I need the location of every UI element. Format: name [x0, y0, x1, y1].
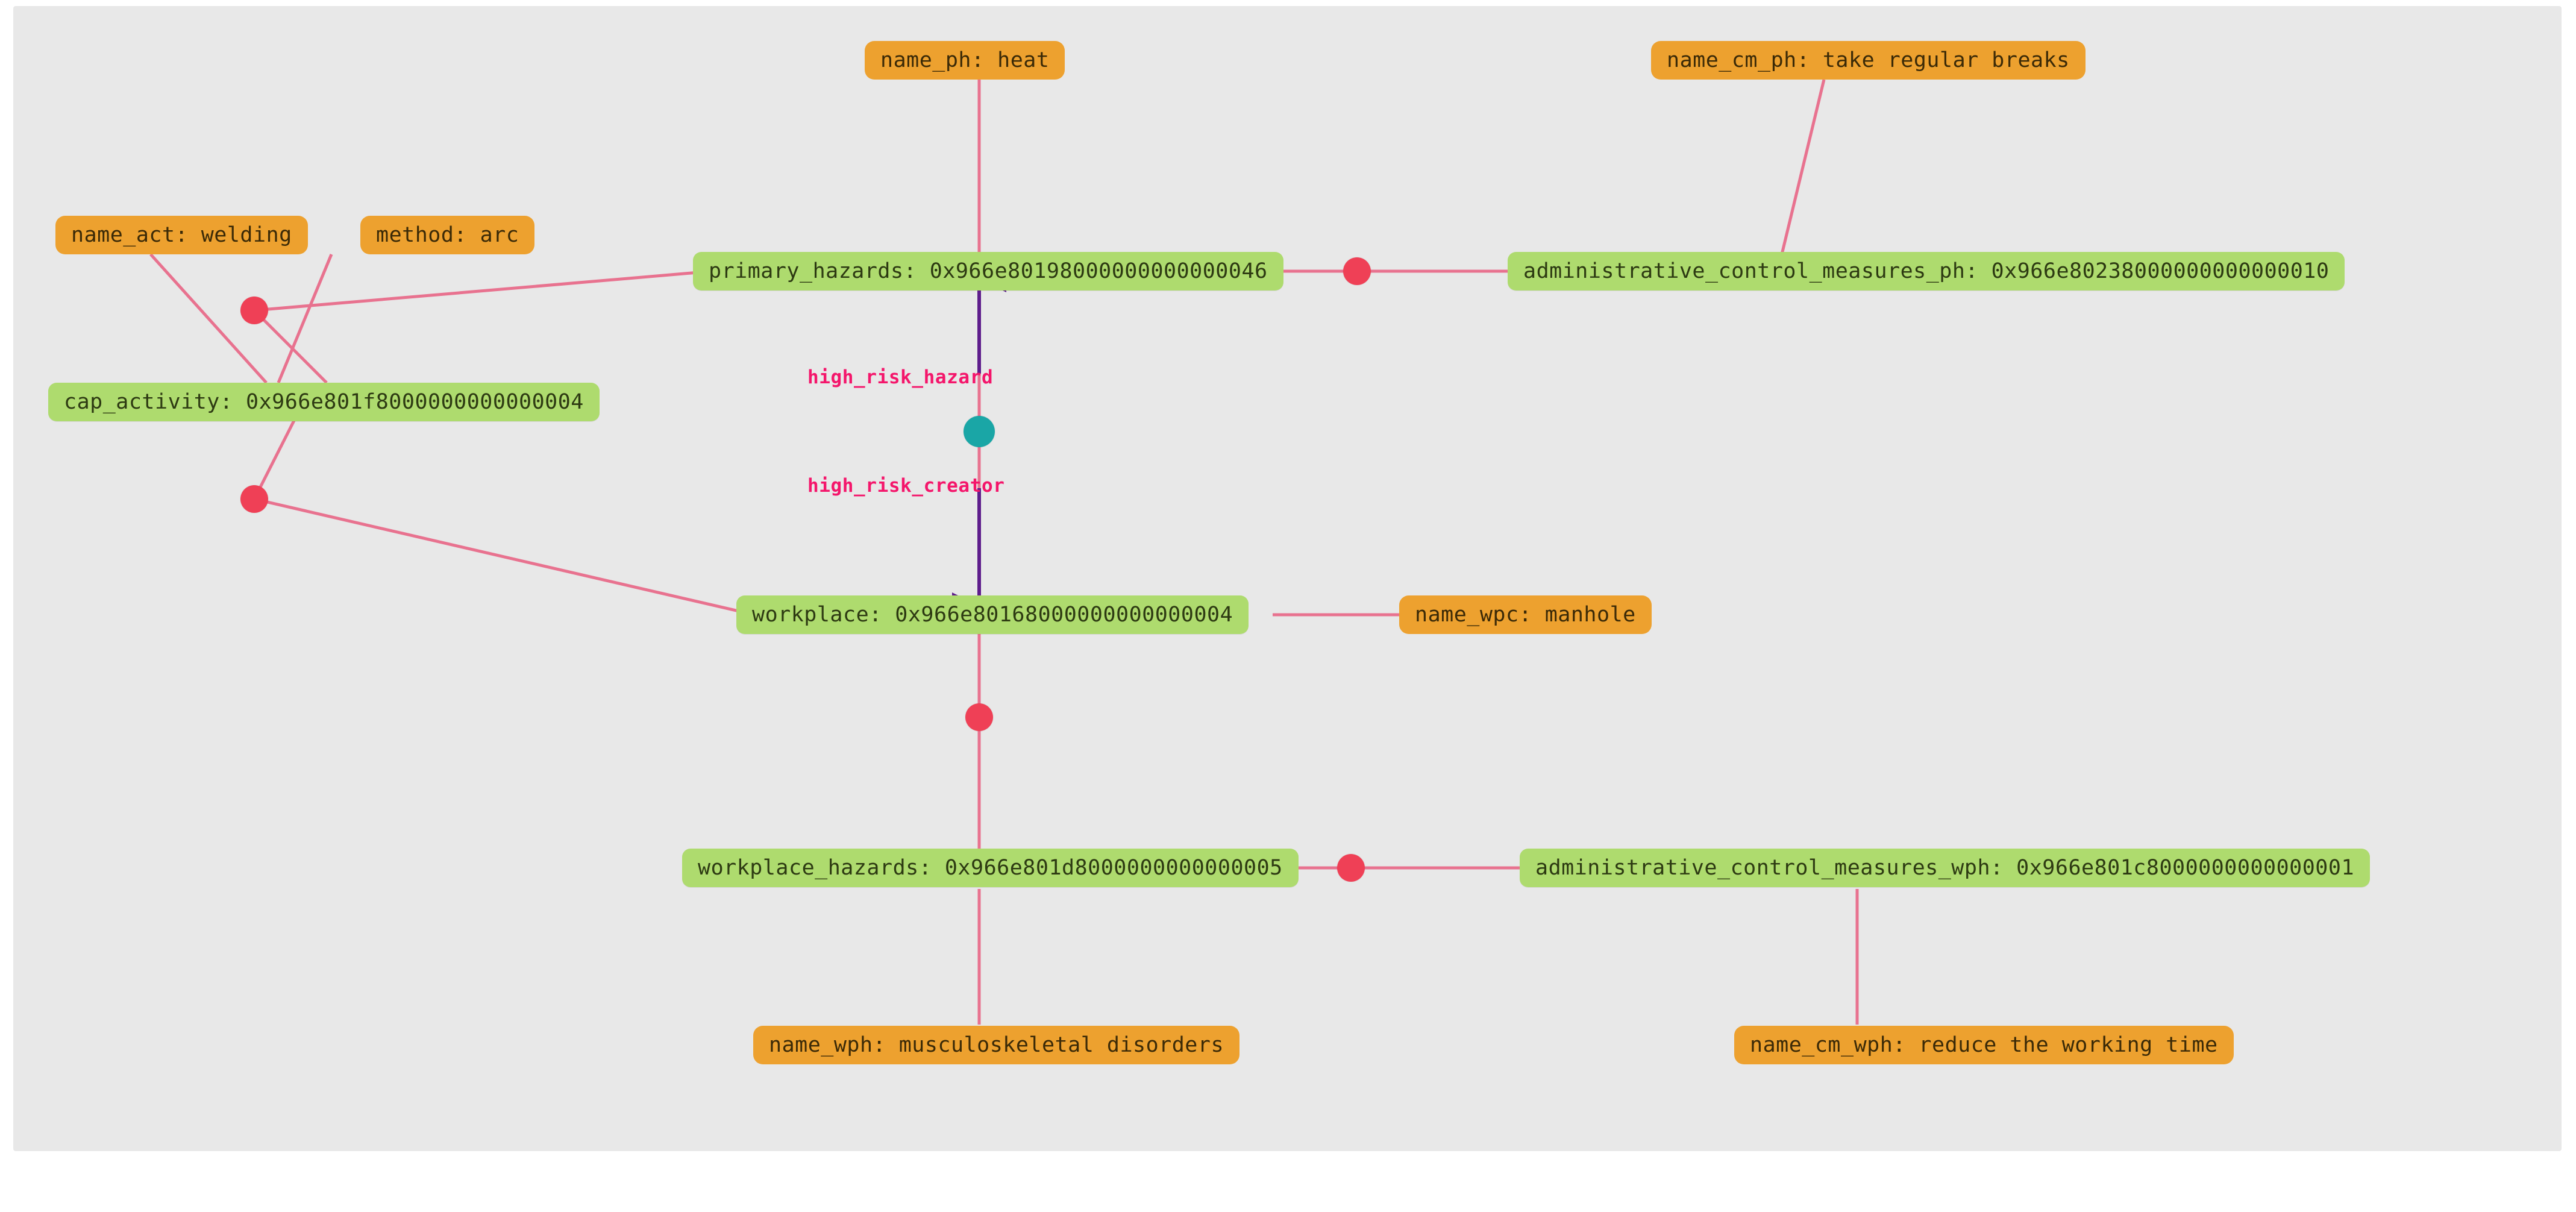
relation-dot-workplacehazards-acmwph[interactable] — [1337, 854, 1365, 882]
node-name-wpc[interactable]: name_wpc: manhole — [1399, 595, 1652, 634]
node-acm-ph[interactable]: administrative_control_measures_ph: 0x96… — [1508, 252, 2345, 290]
graph-edge-layer — [149, 79, 1859, 1025]
node-name-cm-ph-label: name_cm_ph: take regular breaks — [1667, 48, 2070, 72]
relation-dot-activity-workplace[interactable] — [240, 485, 268, 513]
edge-label-high-risk-creator: high_risk_creator — [807, 475, 1005, 497]
node-cap-activity-label: cap_activity: 0x966e801f8000000000000004 — [64, 389, 584, 414]
node-workplace-hazards-label: workplace_hazards: 0x966e801d80000000000… — [698, 855, 1283, 880]
node-name-wpc-label: name_wpc: manhole — [1415, 602, 1636, 627]
node-workplace-label: workplace: 0x966e80168000000000000004 — [752, 602, 1233, 627]
node-workplace[interactable]: workplace: 0x966e80168000000000000004 — [736, 595, 1249, 634]
edge-capactivity-rel1 — [253, 309, 328, 384]
node-name-cm-ph[interactable]: name_cm_ph: take regular breaks — [1651, 41, 2086, 80]
relation-dot-workplace-workplacehazards[interactable] — [965, 703, 993, 731]
node-method[interactable]: method: arc — [360, 216, 535, 254]
node-name-cm-wph-label: name_cm_wph: reduce the working time — [1750, 1032, 2218, 1057]
relation-dot-high-risk[interactable] — [964, 416, 995, 447]
node-name-cm-wph[interactable]: name_cm_wph: reduce the working time — [1734, 1026, 2234, 1064]
graph-canvas[interactable]: name_ph: heat name_cm_ph: take regular b… — [13, 6, 2562, 1151]
node-acm-wph-label: administrative_control_measures_wph: 0x9… — [1535, 855, 2355, 880]
node-cap-activity[interactable]: cap_activity: 0x966e801f8000000000000004 — [48, 383, 600, 421]
node-name-ph[interactable]: name_ph: heat — [865, 41, 1065, 80]
node-name-act-label: name_act: welding — [71, 222, 292, 247]
edge-rel1-primaryhazards — [254, 269, 713, 312]
node-primary-hazards[interactable]: primary_hazards: 0x966e80198000000000000… — [693, 252, 1283, 290]
edge-label-high-risk-hazard: high_risk_hazard — [807, 366, 994, 388]
node-acm-wph[interactable]: administrative_control_measures_wph: 0x9… — [1520, 849, 2371, 887]
edge-method-capactivity — [277, 254, 333, 383]
node-acm-ph-label: administrative_control_measures_ph: 0x96… — [1523, 259, 2330, 283]
node-name-wph-label: name_wph: musculoskeletal disorders — [769, 1032, 1224, 1057]
relation-dot-activity-hazard[interactable] — [240, 297, 268, 324]
node-primary-hazards-label: primary_hazards: 0x966e80198000000000000… — [709, 259, 1268, 283]
edge-namecmph-acmph — [1780, 79, 1826, 255]
relation-dot-primaryhazards-acmph[interactable] — [1343, 257, 1371, 285]
node-method-label: method: arc — [376, 222, 519, 247]
node-name-act[interactable]: name_act: welding — [55, 216, 308, 254]
node-name-ph-label: name_ph: heat — [880, 48, 1050, 72]
node-workplace-hazards[interactable]: workplace_hazards: 0x966e801d80000000000… — [682, 849, 1299, 887]
node-name-wph[interactable]: name_wph: musculoskeletal disorders — [753, 1026, 1240, 1064]
edge-rel2-workplace — [254, 497, 755, 617]
